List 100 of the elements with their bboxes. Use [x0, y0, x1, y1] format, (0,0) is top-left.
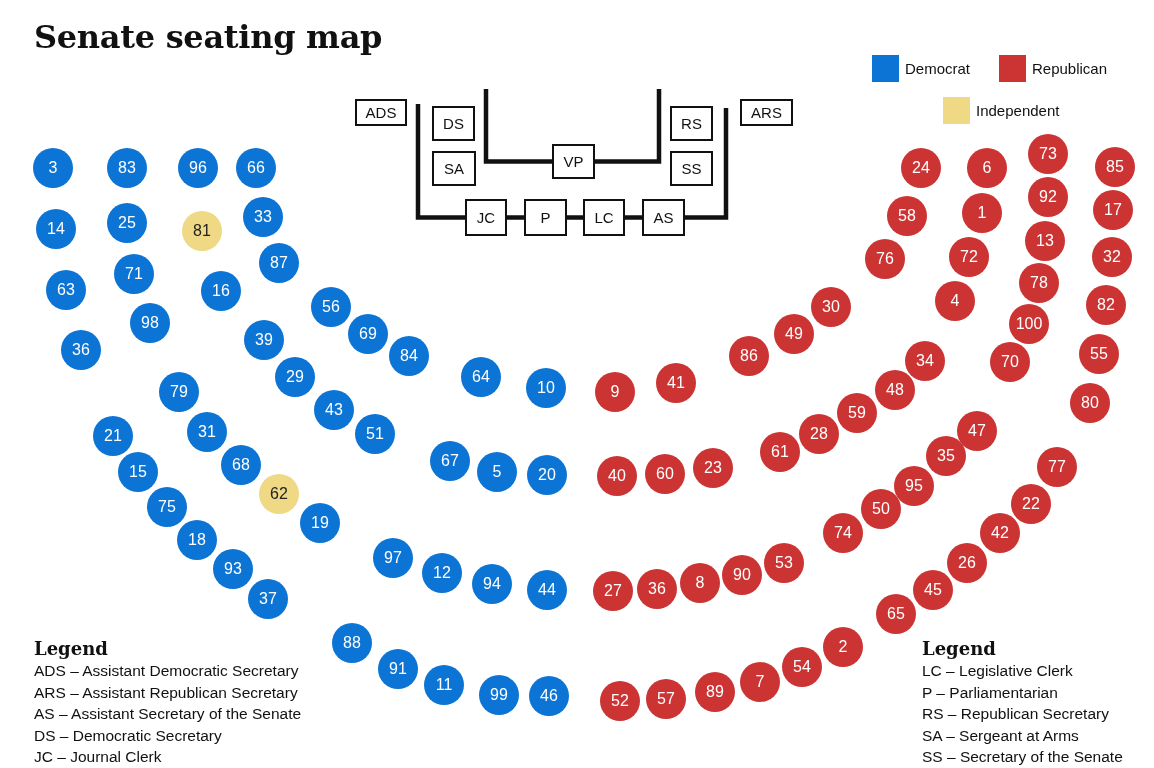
- seat-circle: [527, 455, 567, 495]
- seat-number: 100: [1015, 315, 1043, 333]
- seat-number: 14: [47, 220, 65, 238]
- seat-number: 86: [740, 347, 758, 365]
- seat-circle: [926, 436, 966, 476]
- seat-circle: [990, 342, 1030, 382]
- seat-circle: [980, 513, 1020, 553]
- seat-number: 70: [1001, 353, 1019, 371]
- seat-number: 48: [886, 381, 904, 399]
- seat-circle: [477, 452, 517, 492]
- seat-number: 88: [343, 634, 361, 652]
- seat-number: 96: [189, 159, 207, 177]
- legend-heading: Legend: [922, 638, 996, 660]
- seat-number: 10: [537, 379, 555, 397]
- seat-circle: [33, 148, 73, 188]
- seat-circle: [529, 676, 569, 716]
- seat-circle: [479, 675, 519, 715]
- desk-label: DS: [443, 114, 464, 133]
- seat-number: 79: [170, 383, 188, 401]
- seat-circle: [461, 357, 501, 397]
- seat-circle: [1028, 177, 1068, 217]
- seat-number: 43: [325, 401, 343, 419]
- seat-number: 19: [311, 514, 329, 532]
- seat-number: 69: [359, 325, 377, 343]
- seat-circle: [1092, 237, 1132, 277]
- desk-label: VP: [563, 152, 584, 171]
- seat-number: 23: [704, 459, 722, 477]
- seat-number: 90: [733, 566, 751, 584]
- seat-number: 21: [104, 427, 122, 445]
- seat-circle: [680, 563, 720, 603]
- legend-entry: P – Parliamentarian: [922, 682, 1058, 703]
- seat-number: 22: [1022, 495, 1040, 513]
- seat-number: 37: [259, 590, 277, 608]
- desk-label: LC: [594, 208, 614, 227]
- seat-number: 9: [610, 383, 620, 401]
- seat-number: 11: [435, 676, 453, 694]
- seat-number: 61: [771, 443, 789, 461]
- seat-number: 47: [968, 422, 986, 440]
- legend-entry: SA – Sergeant at Arms: [922, 725, 1079, 746]
- seat-number: 3: [48, 159, 58, 177]
- seat-circle: [957, 411, 997, 451]
- seat-number: 75: [158, 498, 176, 516]
- seat-circle: [1019, 263, 1059, 303]
- seat-circle: [865, 239, 905, 279]
- seat-number: 67: [441, 452, 459, 470]
- seat-circle: [799, 414, 839, 454]
- seat-circle: [36, 209, 76, 249]
- seat-circle: [107, 203, 147, 243]
- legend-heading: Legend: [34, 638, 108, 660]
- seat-number: 71: [125, 265, 143, 283]
- desk-label: SA: [444, 159, 464, 178]
- seat-number: 99: [490, 686, 508, 704]
- seat-circle: [275, 357, 315, 397]
- seat-number: 30: [822, 298, 840, 316]
- seat-number: 87: [270, 254, 288, 272]
- seat-circle: [355, 414, 395, 454]
- desk-box: [552, 144, 595, 179]
- title: Senate seating map: [34, 17, 383, 57]
- seat-circle: [875, 370, 915, 410]
- seat-circle: [182, 211, 222, 251]
- legend-label: Independent: [976, 101, 1060, 120]
- desk-box: [670, 151, 713, 186]
- seat-number: 68: [232, 456, 250, 474]
- seat-circle: [645, 454, 685, 494]
- seat-circle: [811, 287, 851, 327]
- seat-circle: [93, 416, 133, 456]
- seat-circle: [147, 487, 187, 527]
- seat-circle: [740, 662, 780, 702]
- seat-circle: [348, 314, 388, 354]
- legend-label: Republican: [1032, 59, 1108, 78]
- seat-circle: [422, 553, 462, 593]
- seat-circle: [693, 448, 733, 488]
- seat-circle: [637, 569, 677, 609]
- seat-circle: [1037, 447, 1077, 487]
- seat-circle: [949, 237, 989, 277]
- seat-circle: [876, 594, 916, 634]
- seat-number: 65: [887, 605, 905, 623]
- legend-entry: LC – Legislative Clerk: [922, 661, 1073, 681]
- seat-number: 53: [775, 554, 793, 572]
- seat-circle: [646, 679, 686, 719]
- seat-number: 4: [950, 292, 960, 310]
- seat-circle: [201, 271, 241, 311]
- seat-number: 97: [384, 549, 402, 567]
- seat-number: 17: [1104, 201, 1122, 219]
- seat-circle: [1028, 134, 1068, 174]
- desk-label: RS: [681, 114, 702, 133]
- seat-circle: [597, 456, 637, 496]
- seat-number: 52: [611, 692, 629, 710]
- seat-circle: [430, 441, 470, 481]
- seat-circle: [130, 303, 170, 343]
- connector-line: [507, 215, 524, 220]
- desk-box: [583, 199, 625, 236]
- seat-number: 16: [212, 282, 230, 300]
- desk-label: JC: [476, 208, 496, 227]
- seat-circle: [861, 489, 901, 529]
- seat-number: 8: [695, 574, 705, 592]
- seat-circle: [1086, 285, 1126, 325]
- desk-box: [432, 151, 476, 186]
- seat-circle: [159, 372, 199, 412]
- seat-number: 6: [982, 159, 992, 177]
